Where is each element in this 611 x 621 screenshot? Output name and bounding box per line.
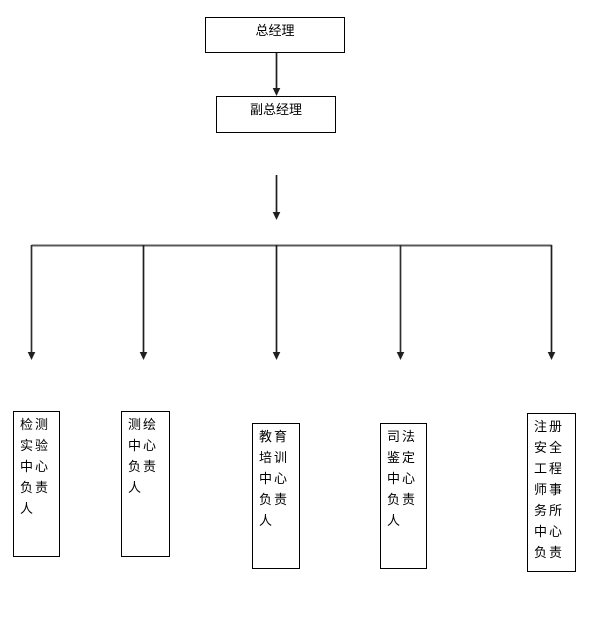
node-judicial-appraisal-center-head-label: 司法鉴定中心负责人 xyxy=(387,430,418,529)
node-general-manager-label: 总经理 xyxy=(255,23,295,39)
node-registered-safety-engineer-office-center-head-label: 注册安全工程师事务所中心负责 xyxy=(534,420,565,561)
arrowhead-root-to-deputy xyxy=(272,88,281,96)
node-education-training-center-head: 教育培训中心负责人 xyxy=(252,423,300,569)
arrowhead-branch-1 xyxy=(27,352,36,360)
arrowhead-deputy-drop xyxy=(272,212,281,220)
connector-branch-4 xyxy=(396,245,405,360)
connector-branch-2 xyxy=(139,245,148,360)
node-education-training-center-head-label: 教育培训中心负责人 xyxy=(259,430,290,529)
node-deputy-general-manager: 副总经理 xyxy=(216,96,336,133)
arrowhead-branch-2 xyxy=(139,352,148,360)
connector-branch-3 xyxy=(272,245,281,360)
arrowhead-branch-5 xyxy=(547,352,556,360)
arrowhead-branch-4 xyxy=(396,352,405,360)
connector-deputy-drop-arrow xyxy=(272,175,281,220)
node-surveying-center-head-label: 测绘中心负责人 xyxy=(128,418,159,496)
connector-branch-1 xyxy=(27,245,36,360)
node-deputy-general-manager-label: 副总经理 xyxy=(249,103,302,118)
node-surveying-center-head: 测绘中心负责人 xyxy=(121,411,170,557)
node-general-manager: 总经理 xyxy=(205,17,345,53)
node-testing-lab-center-head: 检测实验中心负责人 xyxy=(13,411,60,557)
arrowhead-branch-3 xyxy=(272,352,281,360)
connector-root-to-deputy xyxy=(272,53,281,96)
node-judicial-appraisal-center-head: 司法鉴定中心负责人 xyxy=(380,423,427,569)
node-registered-safety-engineer-office-center-head: 注册安全工程师事务所中心负责 xyxy=(527,413,576,572)
connector-branch-5 xyxy=(547,245,556,360)
node-testing-lab-center-head-label: 检测实验中心负责人 xyxy=(20,418,51,517)
